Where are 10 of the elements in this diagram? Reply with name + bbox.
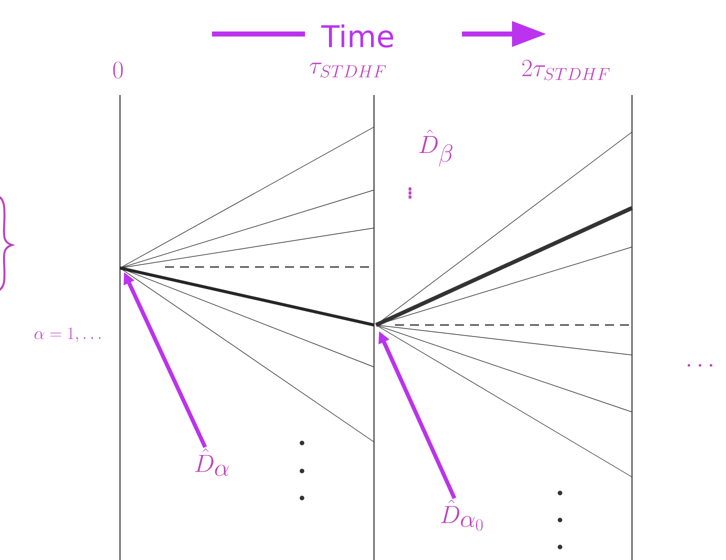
axis-label: $2\tau_{STDHF}$ — [522, 60, 610, 80]
ellipsis: $\vdots$ — [408, 187, 412, 199]
axis-label: $0$ — [113, 62, 123, 78]
axis-label: $\tau_{STDHF}$ — [310, 62, 386, 78]
math-label: $\hat{D}_{\alpha_0}$ — [440, 500, 483, 531]
math-label: $\hat{D}_\beta$ — [419, 129, 452, 167]
ellipsis: $\cdots$ — [688, 364, 712, 367]
math-label: $\hat{D}_\alpha$ — [195, 448, 229, 476]
title-text: Time — [321, 24, 394, 48]
math-label: $\alpha=1,\ldots$ — [34, 327, 101, 342]
